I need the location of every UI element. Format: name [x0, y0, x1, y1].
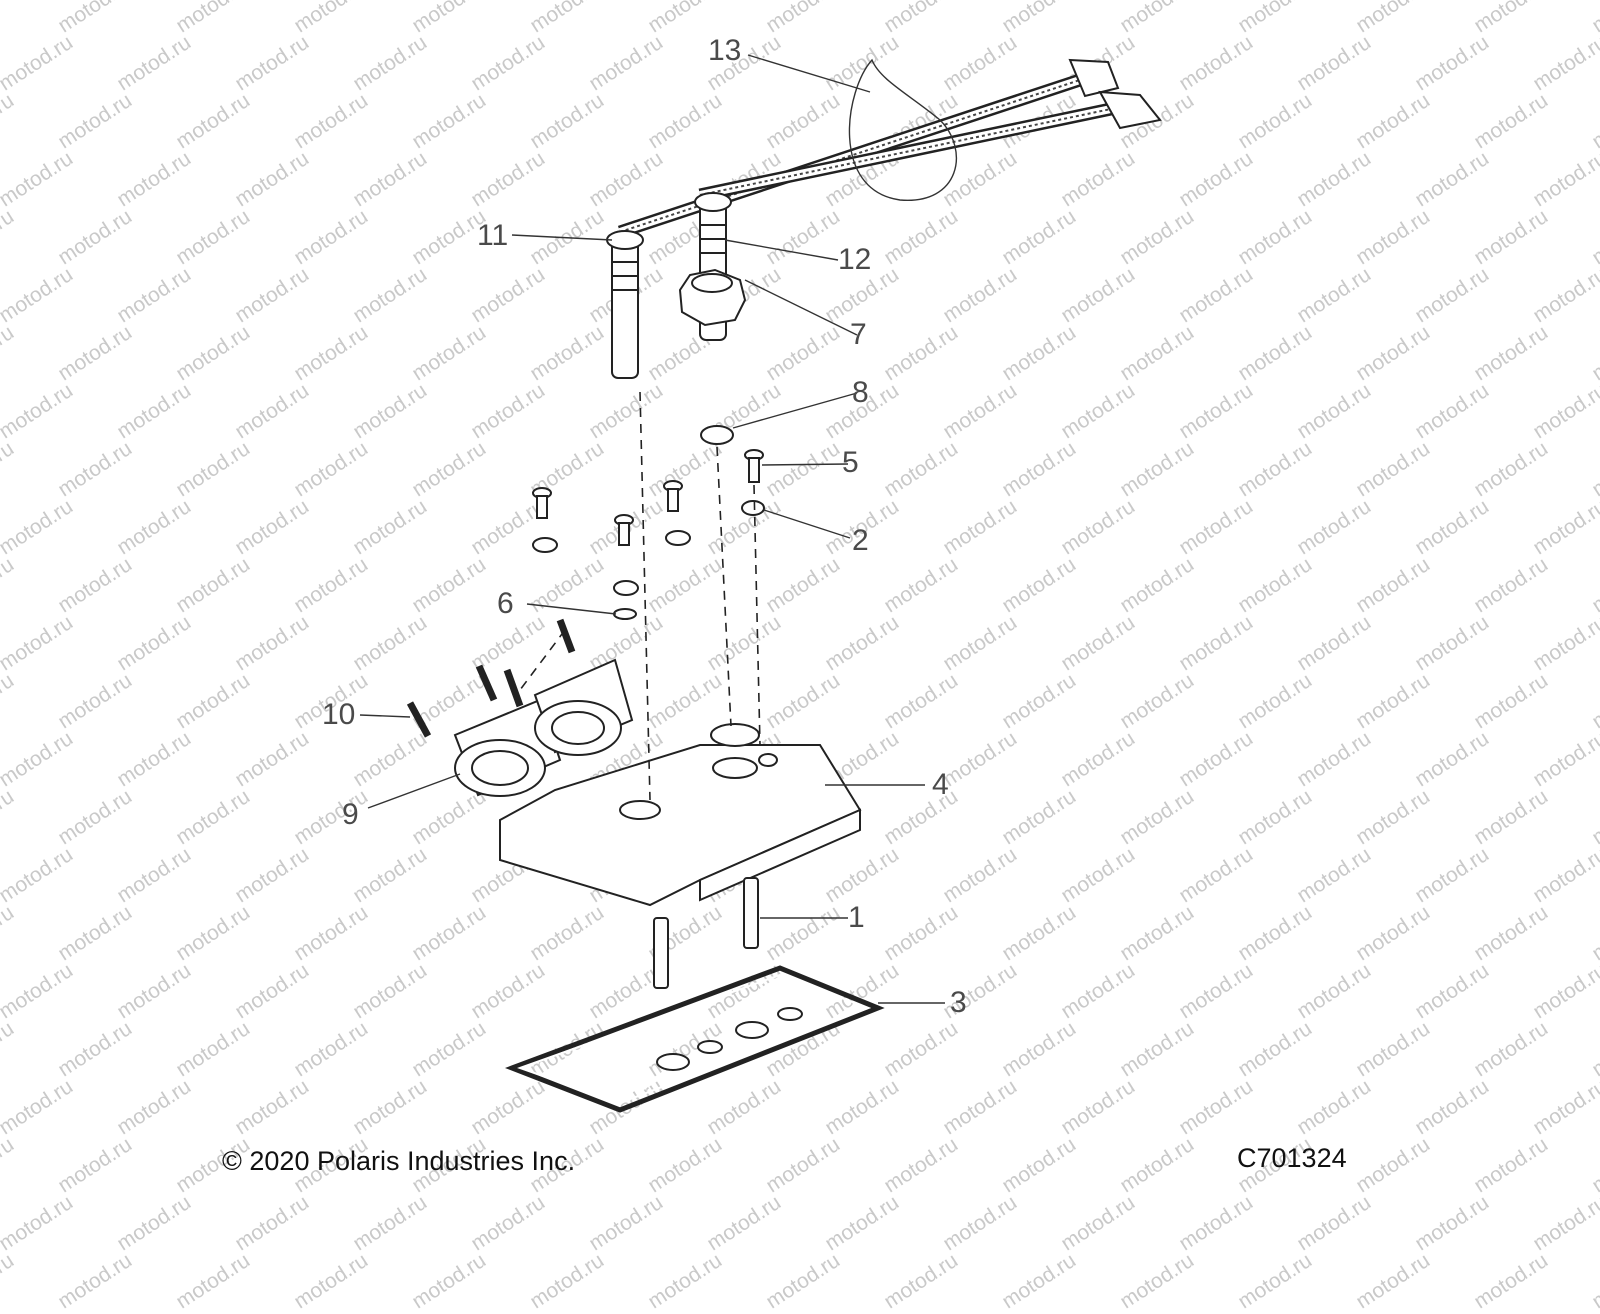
watermark-text: motod.ru — [821, 1190, 904, 1256]
valve-cover — [499, 723, 862, 907]
callout-13: 13 — [708, 34, 742, 67]
watermark-text: motod.ru — [762, 1248, 845, 1314]
callout-4: 4 — [932, 768, 949, 801]
valve-cover-gasket — [504, 965, 885, 1113]
callout-12: 12 — [838, 243, 872, 276]
callout-5: 5 — [842, 446, 859, 479]
exploded-parts-diagram — [359, 54, 1162, 1113]
watermark-text: motod.ru — [1529, 1190, 1600, 1256]
watermark-text: motod.ru — [703, 1190, 786, 1256]
spark-plugs — [653, 877, 759, 989]
diagram-code: C701324 — [1237, 1143, 1347, 1173]
callout-6: 6 — [497, 587, 514, 620]
copyright-notice: © 2020 Polaris Industries Inc. — [222, 1146, 576, 1176]
intake-boots — [453, 658, 634, 797]
watermark-text: motod.ru — [998, 1248, 1081, 1314]
watermark-text: motod.ru — [467, 1190, 550, 1256]
cover-bolts-and-grommets — [532, 480, 691, 620]
watermark-text: motod.ru — [54, 1248, 137, 1314]
callout-8: 8 — [852, 376, 869, 409]
callout-11: 11 — [477, 219, 509, 252]
watermark-text: motod.ru — [1175, 1190, 1258, 1256]
watermark-text: motod.ru — [1470, 1248, 1553, 1314]
alignment-lines — [519, 391, 761, 801]
watermark-text: motod.ru — [585, 1190, 668, 1256]
callout-1: 1 — [848, 901, 865, 934]
oil-filler-cap — [678, 268, 747, 327]
watermark-text: motod.ru — [290, 1248, 373, 1314]
watermark-text: motod.ru — [0, 1190, 78, 1256]
screw-grommet — [741, 500, 765, 516]
watermark-text: motod.ru — [349, 1190, 432, 1256]
watermark-text: motod.ru — [1116, 1248, 1199, 1314]
watermark-text: motod.ru — [1234, 1248, 1317, 1314]
intake-bolts — [406, 618, 576, 738]
spark-plug-boot-left — [606, 230, 644, 379]
watermark-text: motod.ru — [1293, 1190, 1376, 1256]
watermark-text: motod.ru — [0, 1248, 19, 1314]
callout-2: 2 — [852, 524, 869, 557]
oil-cap-o-ring — [700, 425, 734, 445]
callout-7: 7 — [850, 318, 867, 351]
callout-3: 3 — [950, 986, 967, 1019]
callout-9: 9 — [342, 798, 359, 831]
watermark-text: motod.ru — [939, 1190, 1022, 1256]
watermark-text: motod.ru — [113, 1190, 196, 1256]
watermark-text: motod.ru — [408, 1248, 491, 1314]
watermark-text: motod.ru — [1588, 1248, 1600, 1314]
cover-screw — [744, 449, 764, 483]
watermark-text: motod.ru — [526, 1248, 609, 1314]
watermark-text: motod.ru — [1411, 1190, 1494, 1256]
watermark-text: motod.ru — [172, 1248, 255, 1314]
leader-lines — [359, 54, 945, 1004]
watermark-text: motod.ru — [880, 1248, 963, 1314]
watermark-text: motod.ru — [1352, 1248, 1435, 1314]
watermark-text: motod.ru — [231, 1190, 314, 1256]
watermark-text: motod.ru — [644, 1248, 727, 1314]
callout-10: 10 — [322, 698, 356, 731]
watermark-text: motod.ru — [1057, 1190, 1140, 1256]
